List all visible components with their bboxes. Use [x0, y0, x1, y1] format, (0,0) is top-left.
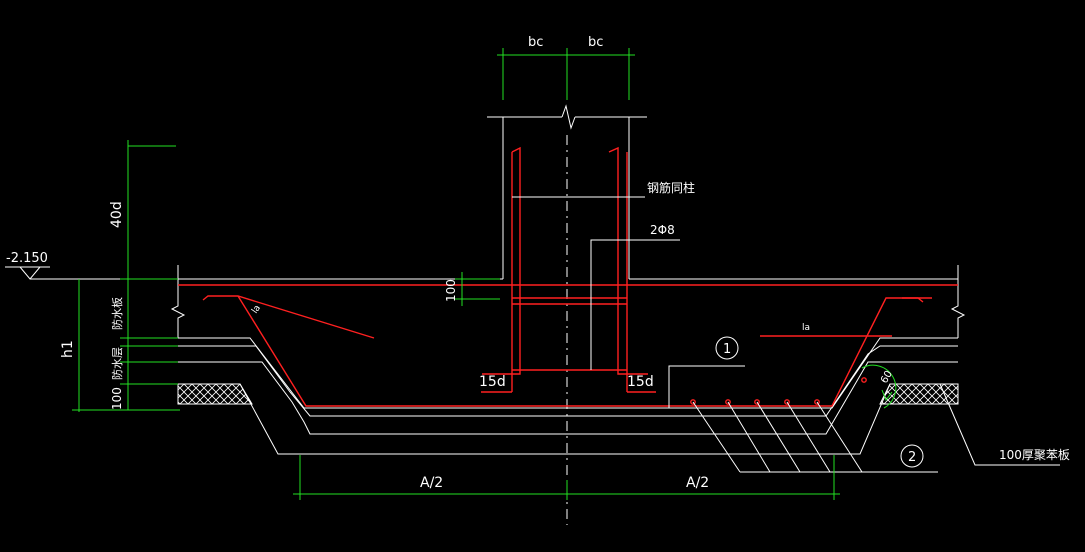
label-callout-2: 2	[908, 450, 916, 465]
label-la-right: la	[802, 323, 810, 333]
label-angle-60: 60	[879, 369, 895, 386]
foam-board	[177, 383, 959, 405]
rebar-la-left	[202, 295, 375, 339]
foam-board-left	[177, 383, 253, 405]
callout-1-circle	[715, 336, 739, 360]
column-break-symbol	[561, 104, 576, 130]
column-dowel-right	[608, 146, 648, 375]
label-bc-left: bc	[528, 35, 543, 50]
label-rebar-same-column: 钢筋同柱	[647, 180, 695, 195]
leader-2phi8	[590, 239, 680, 370]
pit-concrete-bottom	[178, 337, 958, 409]
label-100-mid: 100	[444, 279, 458, 302]
leader-callout-1	[668, 365, 745, 408]
label-100-left: 100	[110, 387, 124, 410]
label-bc-right: bc	[588, 35, 603, 50]
slab-break-right	[950, 296, 966, 338]
callout-2-circle	[900, 444, 924, 468]
label-foam-board: 100厚聚苯板	[999, 448, 1070, 462]
slab-break-left	[170, 296, 186, 338]
waterproof-layer-bottom	[178, 361, 958, 435]
leaders	[5, 196, 1060, 473]
elevation-marker	[19, 266, 41, 280]
leader-foam-board	[939, 383, 1060, 466]
label-elevation: -2.150	[6, 251, 48, 266]
angle-60-arrow	[881, 389, 893, 402]
waterproof-layer-top	[178, 345, 958, 417]
foam-board-right	[879, 383, 959, 405]
label-15d-left: 15d	[479, 374, 506, 390]
column	[487, 104, 647, 525]
distribution-bars	[690, 377, 867, 405]
column-dowel-left	[482, 146, 521, 375]
label-40d: 40d	[109, 201, 125, 228]
dimensions	[72, 48, 897, 500]
angle-60-arc	[861, 364, 897, 409]
slab-outline	[170, 265, 966, 455]
label-a-half-left: A/2	[420, 475, 443, 491]
label-15d-right: 15d	[627, 374, 654, 390]
label-h1: h1	[60, 340, 76, 358]
label-a-half-right: A/2	[686, 475, 709, 491]
bottom-rebar	[237, 295, 924, 407]
label-la-left: la	[250, 303, 263, 315]
hatch-leader-lines	[692, 401, 863, 473]
rebar	[178, 146, 958, 407]
label-fangshui-ceng: 防水层	[110, 347, 124, 380]
label-fangshui-ban: 防水板	[110, 297, 124, 330]
label-2phi8: 2Φ8	[650, 223, 675, 237]
label-callout-1: 1	[723, 342, 731, 357]
